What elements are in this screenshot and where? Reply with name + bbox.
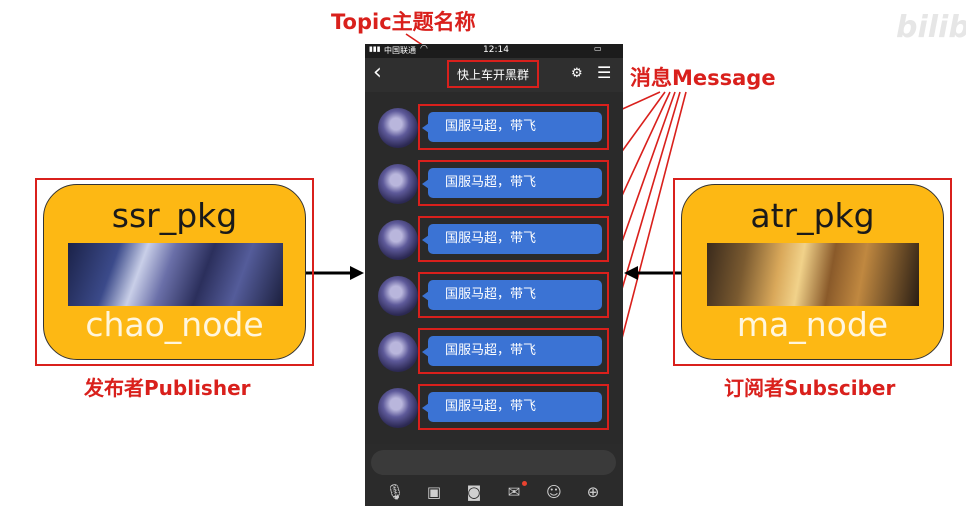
message-frame [418, 104, 609, 150]
sender-avatar [378, 164, 418, 204]
subscriber-frame [673, 178, 952, 366]
message-input[interactable] [371, 450, 616, 475]
clock-text: 12:14 [483, 45, 509, 55]
wifi-icon: ◠ [420, 44, 428, 54]
bubble-tail [422, 179, 429, 189]
chat-nav-bar: ‹ 快上车开黑群 ⚙ ☰ [365, 58, 623, 92]
phone-screen: ▮▮▮ 中国联通 ◠ 12:14 ▭ ‹ 快上车开黑群 ⚙ ☰ 国服马超，带飞 … [365, 44, 623, 506]
message-label: 消息Message [630, 66, 776, 90]
subscriber-pkg-name: atr_pkg [750, 196, 875, 235]
plus-icon[interactable]: ⊕ [586, 483, 600, 501]
status-bar: ▮▮▮ 中国联通 ◠ 12:14 ▭ [365, 44, 623, 58]
menu-icon[interactable]: ☰ [597, 63, 612, 82]
message-bubble[interactable]: 国服马超，带飞 [428, 168, 602, 198]
bubble-tail [422, 291, 429, 301]
publisher-node-name: chao_node [85, 305, 264, 344]
publisher-label: 发布者Publisher [84, 376, 251, 400]
chat-area: 国服马超，带飞 国服马超，带飞 国服马超，带飞 国服马超，带飞 国服马超，带飞 … [365, 92, 623, 444]
bubble-tail [422, 347, 429, 357]
red-envelope-icon[interactable]: ✉ [507, 483, 521, 501]
carrier-text: 中国联通 [384, 46, 416, 55]
notification-dot [522, 481, 527, 486]
message-frame [418, 160, 609, 206]
message-bubble[interactable]: 国服马超，带飞 [428, 392, 602, 422]
bubble-tail [422, 403, 429, 413]
sender-avatar [378, 108, 418, 148]
sender-avatar [378, 332, 418, 372]
message-frame [418, 272, 609, 318]
sender-avatar [378, 220, 418, 260]
subscriber-node-name: ma_node [736, 305, 889, 344]
microphone-icon[interactable]: 🎙︎ [385, 483, 405, 501]
publisher-hero-image [68, 243, 283, 306]
publish-arrowhead [350, 266, 364, 280]
message-frame [418, 216, 609, 262]
topic-label: Topic主题名称 [331, 10, 476, 34]
message-bubble[interactable]: 国服马超，带飞 [428, 336, 602, 366]
image-icon[interactable]: ▣ [426, 483, 442, 501]
message-bubble[interactable]: 国服马超，带飞 [428, 112, 602, 142]
publisher-frame [35, 178, 314, 366]
publisher-pkg-name: ssr_pkg [111, 196, 238, 235]
battery-icon: ▭ [594, 44, 602, 53]
back-icon[interactable]: ‹ [373, 60, 382, 85]
bottom-toolbar: 🎙︎ ▣ ◙ ✉ ☺ ⊕ [365, 478, 623, 506]
group-settings-icon[interactable]: ⚙ [571, 66, 583, 81]
message-bubble[interactable]: 国服马超，带飞 [428, 224, 602, 254]
topic-title-frame [447, 60, 539, 88]
sender-avatar [378, 276, 418, 316]
bubble-tail [422, 123, 429, 133]
emoji-icon[interactable]: ☺ [546, 483, 562, 501]
message-frame [418, 384, 609, 430]
bubble-tail [422, 235, 429, 245]
message-frame [418, 328, 609, 374]
group-title: 快上车开黑群 [457, 68, 530, 82]
subscribe-arrowhead [624, 266, 638, 280]
message-bubble[interactable]: 国服马超，带飞 [428, 280, 602, 310]
bilibili-watermark: bilibili [896, 10, 966, 45]
subscriber-hero-image [707, 243, 919, 306]
subscriber-label: 订阅者Subsciber [724, 376, 896, 400]
sender-avatar [378, 388, 418, 428]
signal-icon: ▮▮▮ [369, 45, 381, 53]
camera-icon[interactable]: ◙ [466, 483, 482, 501]
